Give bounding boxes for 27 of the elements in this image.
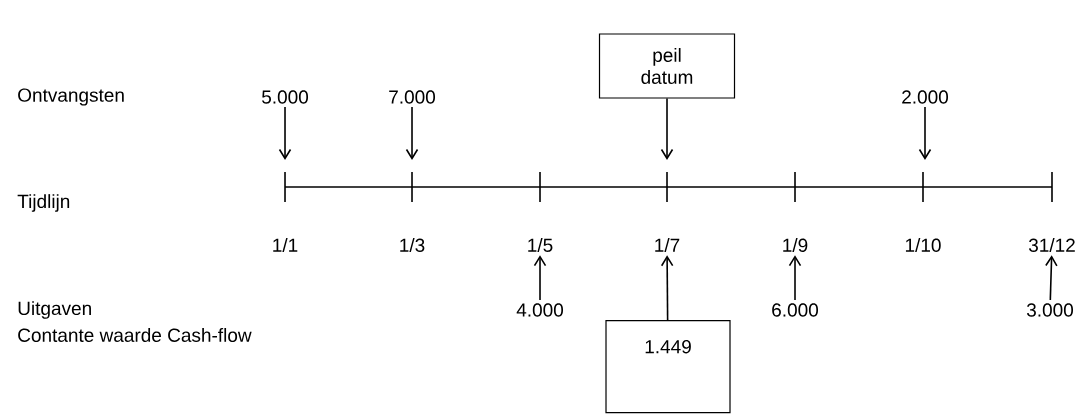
row-label: Uitgaven bbox=[18, 301, 91, 319]
row-label: Contante waarde Cash-flow bbox=[18, 328, 252, 342]
date-label: 1/7 bbox=[655, 238, 680, 252]
date-label: 1/10 bbox=[905, 238, 941, 252]
date-label: 1/3 bbox=[400, 238, 425, 252]
amount-label: 3.000 bbox=[1026, 303, 1073, 317]
amount-label: 6.000 bbox=[772, 303, 818, 317]
arrow bbox=[278, 106, 292, 160]
date-box: peil datum bbox=[598, 33, 736, 99]
date-label: 31/12 bbox=[1028, 238, 1075, 252]
arrow bbox=[918, 106, 932, 160]
amount-label: 4.000 bbox=[516, 303, 564, 317]
date-label: 1/5 bbox=[528, 238, 553, 252]
arrow bbox=[660, 255, 674, 321]
arrow bbox=[533, 255, 547, 301]
arrow bbox=[788, 255, 802, 301]
arrow bbox=[405, 106, 419, 160]
amount-label: 2.000 bbox=[902, 90, 948, 104]
row-label: Ontvangsten bbox=[18, 88, 124, 106]
amount-label: 7.000 bbox=[389, 90, 436, 104]
arrow bbox=[1045, 255, 1058, 301]
arrow bbox=[660, 97, 674, 160]
amount-label: 5.000 bbox=[262, 90, 309, 104]
value-box: 1.449 bbox=[605, 320, 731, 414]
date-label: 1/1 bbox=[273, 238, 298, 252]
date-label: 1/9 bbox=[783, 238, 808, 252]
row-label: Tijdlijn bbox=[17, 194, 70, 212]
